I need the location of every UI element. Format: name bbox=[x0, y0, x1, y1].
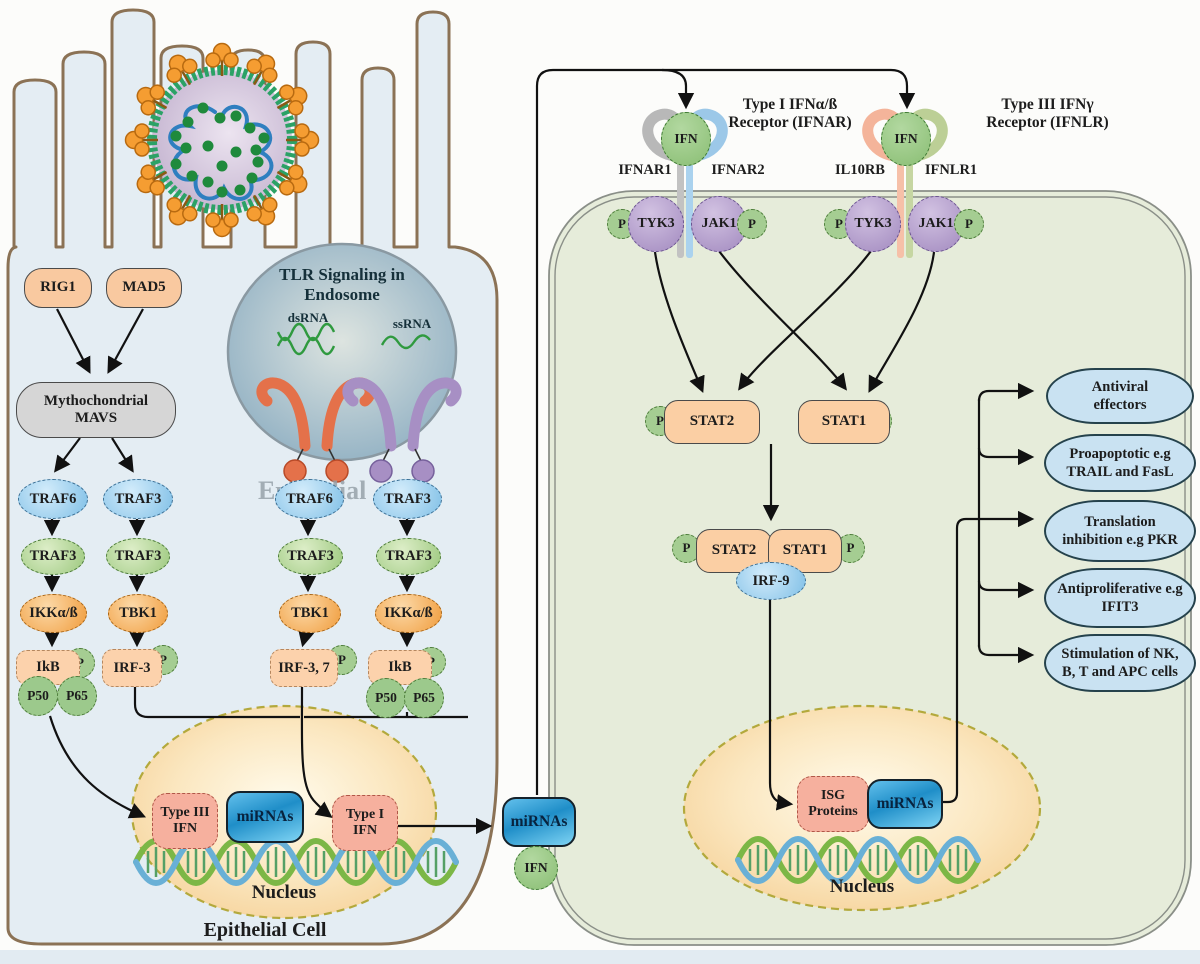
left-nucleus-label: Nucleus bbox=[251, 882, 317, 903]
secreted-ifn: IFN bbox=[514, 846, 558, 890]
irf37-to-type1-line bbox=[300, 686, 333, 818]
cascade3-tbk1: TBK1 bbox=[279, 594, 341, 633]
cascade4-traf3: TRAF3 bbox=[373, 479, 442, 519]
receptor2-title: Type III IFNγ Receptor (IFNLR) bbox=[986, 96, 1109, 131]
ifn-feedback-line bbox=[535, 68, 916, 795]
endosome bbox=[226, 242, 458, 462]
tlr-receptor-purple-icon bbox=[342, 377, 462, 483]
mirna-to-effector-line bbox=[940, 510, 1035, 804]
isg-proteins-node: ISG Proteins bbox=[797, 776, 869, 832]
cascade1-ikk: IKKα/ß bbox=[20, 594, 87, 633]
connector-lines bbox=[43, 68, 1035, 835]
dsrna-icon bbox=[276, 322, 336, 356]
cascade1-traf6: TRAF6 bbox=[18, 479, 88, 519]
mavs-node: Mythochondrial MAVS bbox=[16, 382, 176, 438]
ssrna-label: ssRNA bbox=[392, 316, 432, 331]
mad5-node: MAD5 bbox=[106, 268, 182, 308]
ifnlr1-label: IFNLR1 bbox=[924, 162, 978, 178]
receptor1-title: Type I IFNα/ß Receptor (IFNAR) bbox=[728, 96, 852, 131]
effector-immune-stimulation: Stimulation of NK,B, T and APC cells bbox=[1044, 634, 1196, 692]
p50-node: P50 bbox=[18, 676, 58, 716]
cascade2-tbk1: TBK1 bbox=[108, 594, 168, 633]
type1-ifn-gene: Type I IFN bbox=[332, 795, 398, 851]
stat2-node: STAT2 bbox=[664, 400, 760, 444]
jak-kinase-2: JAK1 bbox=[908, 196, 964, 252]
stat1-node: STAT1 bbox=[798, 400, 890, 444]
ifn-ligand-1: IFN bbox=[661, 112, 711, 166]
cascade4-ikk: IKKα/ß bbox=[375, 594, 442, 633]
left-cell-label: Epithelial Cell bbox=[203, 919, 327, 941]
ifn-ligand-2: IFN bbox=[881, 112, 931, 166]
cascade1-traf3: TRAF3 bbox=[21, 538, 85, 575]
viral-rna-dots bbox=[170, 102, 270, 198]
right-nucleus-label: Nucleus bbox=[829, 876, 895, 897]
virus-icon bbox=[124, 42, 320, 238]
irf3-node: IRF-3 bbox=[102, 649, 162, 687]
irf37-node: IRF-3, 7 bbox=[270, 649, 338, 687]
tyk-kinase-1: TYK3 bbox=[628, 196, 684, 252]
cascade2-traf3: TRAF3 bbox=[103, 479, 173, 519]
secreted-mirna: miRNAs bbox=[502, 797, 576, 847]
dsrna-label: dsRNA bbox=[287, 310, 329, 325]
phospho-badge: P bbox=[954, 209, 984, 239]
endosome-title: TLR Signaling in Endosome bbox=[279, 265, 405, 304]
cascade2-traf3b: TRAF3 bbox=[106, 538, 170, 575]
il10rb-label: IL10RB bbox=[835, 162, 885, 178]
rig1-node: RIG1 bbox=[24, 268, 92, 308]
p65-node: P65 bbox=[57, 676, 97, 716]
cascade3-traf6: TRAF6 bbox=[275, 479, 344, 519]
cascade4-traf3b: TRAF3 bbox=[376, 538, 441, 575]
nfkb-to-type3-line bbox=[48, 715, 147, 819]
dna-helix-right bbox=[735, 836, 981, 884]
p65-node-2: P65 bbox=[404, 678, 444, 718]
type3-ifn-gene: Type III IFN bbox=[152, 793, 218, 849]
cascade3-traf3: TRAF3 bbox=[278, 538, 343, 575]
ifnar2-label: IFNAR2 bbox=[711, 162, 765, 178]
stat1-complex-node: STAT1 bbox=[768, 529, 842, 573]
phospho-badge: P bbox=[737, 209, 767, 239]
bottom-strip bbox=[0, 950, 1200, 964]
ssrna-icon bbox=[380, 334, 431, 350]
irf3-line bbox=[133, 687, 300, 719]
mirna-gene-right: miRNAs bbox=[867, 779, 943, 829]
p50-node-2: P50 bbox=[366, 678, 406, 718]
irf9-to-isg-line bbox=[768, 598, 794, 811]
tyk-kinase-2: TYK3 bbox=[845, 196, 901, 252]
irf9-node: IRF-9 bbox=[736, 562, 806, 600]
ifnar1-label: IFNAR1 bbox=[618, 162, 672, 178]
mirna-gene-left: miRNAs bbox=[226, 791, 304, 843]
